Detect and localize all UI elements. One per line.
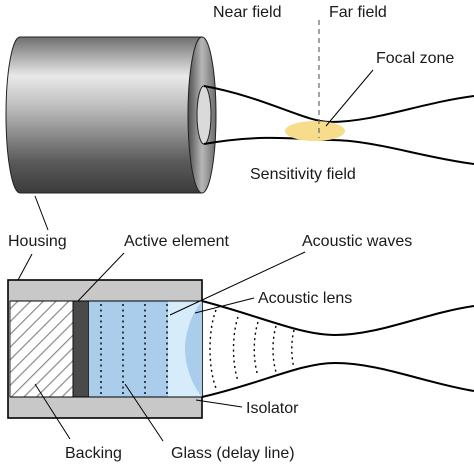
active-element-leader bbox=[77, 252, 125, 302]
active-element-label: Active element bbox=[124, 233, 229, 250]
housing-label: Housing bbox=[8, 233, 67, 250]
housing-leader-bottom bbox=[17, 253, 33, 281]
backing bbox=[9, 300, 74, 398]
housing-cylinder bbox=[5, 36, 203, 194]
housing-leader-top bbox=[34, 195, 49, 231]
far-field-label: Far field bbox=[329, 4, 387, 21]
active-element bbox=[72, 300, 90, 398]
focal-zone-leader bbox=[325, 69, 374, 127]
sensitivity-field-label: Sensitivity field bbox=[250, 166, 356, 183]
focal-zone bbox=[285, 121, 345, 141]
acoustic-waves-leader bbox=[169, 251, 306, 316]
transducer-3d-view bbox=[5, 20, 474, 194]
transducer-cross-section bbox=[7, 279, 474, 419]
backing-label: Backing bbox=[65, 445, 122, 462]
acoustic-lens-label: Acoustic lens bbox=[258, 290, 352, 307]
glass-leader bbox=[124, 383, 164, 442]
focal-zone-label: Focal zone bbox=[376, 50, 454, 67]
isolator-leader bbox=[195, 399, 243, 408]
near-field-label: Near field bbox=[213, 4, 281, 21]
isolator-label: Isolator bbox=[246, 400, 299, 417]
acoustic-waves-inside bbox=[100, 304, 168, 394]
leader-lines bbox=[17, 195, 306, 442]
acoustic-lens-leader bbox=[194, 297, 255, 314]
section-beam-lower bbox=[201, 361, 474, 398]
transducer-face bbox=[196, 85, 212, 145]
beam-lower-boundary bbox=[203, 136, 474, 165]
backing-leader bbox=[34, 383, 71, 440]
glass-delay-line-label: Glass (delay line) bbox=[171, 445, 295, 462]
section-beam-upper bbox=[201, 300, 474, 337]
acoustic-waves-label: Acoustic waves bbox=[302, 233, 412, 250]
beam-upper-boundary bbox=[203, 85, 474, 124]
acoustic-waves-outside bbox=[209, 309, 295, 389]
acoustic-lens bbox=[168, 301, 202, 397]
